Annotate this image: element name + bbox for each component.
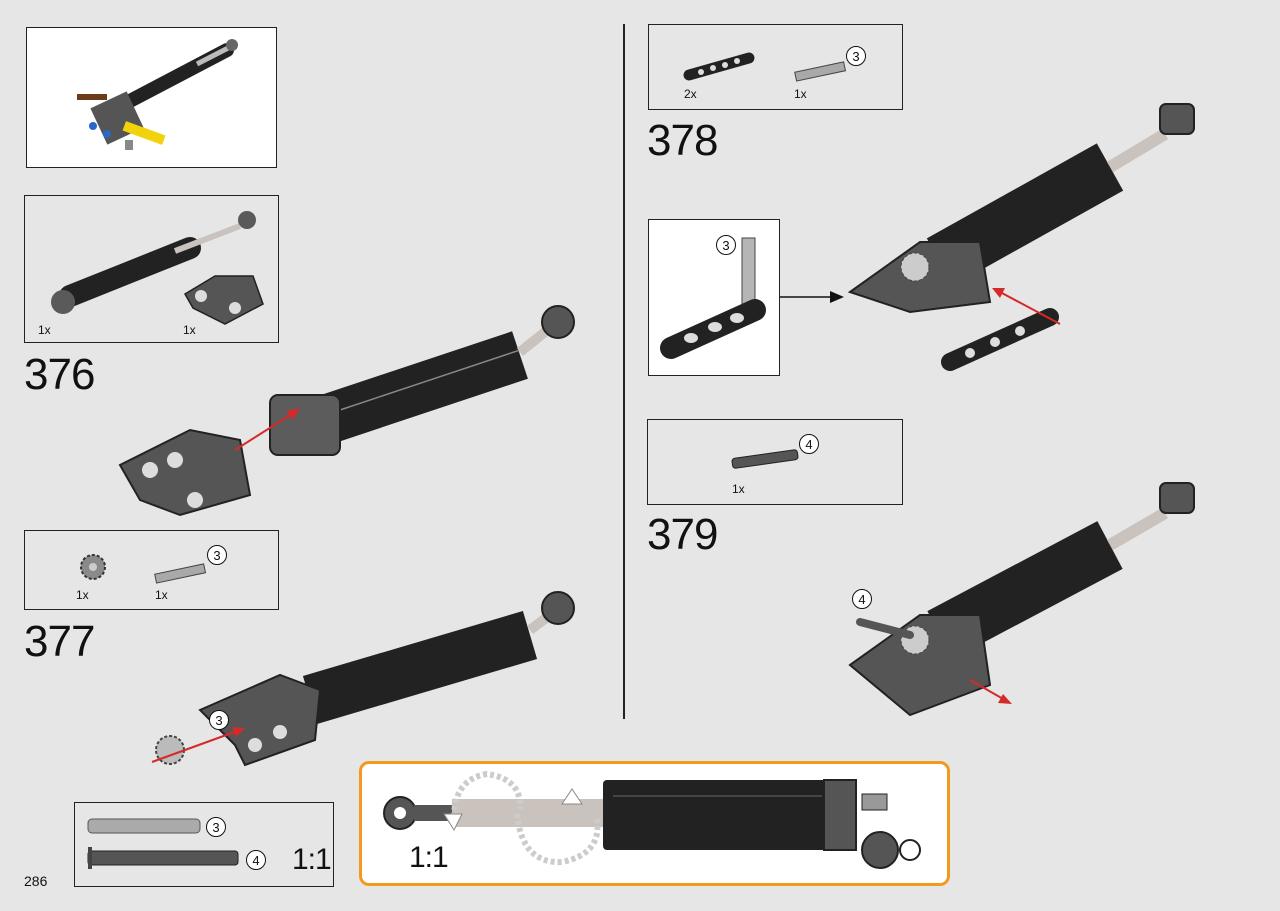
- step-377-model-image: [151, 591, 575, 767]
- part-qty: 1x: [38, 323, 51, 337]
- shock-absorber-1to1-image: [383, 770, 921, 869]
- step-number-377: 377: [24, 617, 95, 666]
- part-callout-4: 4: [799, 434, 819, 454]
- model-callout-377: 3: [209, 710, 229, 730]
- step-379-model-image: [848, 482, 1195, 717]
- step-number-376: 376: [24, 350, 95, 399]
- column-divider: [623, 24, 625, 719]
- part-qty: 1x: [183, 323, 196, 337]
- gear-part-icon: [80, 554, 106, 580]
- axle-3-length-icon: [87, 818, 201, 834]
- long-axle-part-icon: [731, 449, 799, 469]
- subassembly-callout: 3: [716, 235, 736, 255]
- model-callout-379: 4: [852, 589, 872, 609]
- parts-list-376: 1x 1x: [24, 195, 279, 343]
- axle-scale-label: 1:1: [292, 843, 332, 876]
- step-376-model-image: [118, 305, 575, 517]
- axle-callout-4: 4: [246, 850, 266, 870]
- detail-scale-label: 1:1: [409, 841, 449, 874]
- parts-list-378: 3 2x 1x: [648, 24, 903, 110]
- pin-connector-part-icon: [183, 275, 264, 325]
- step-number-378: 378: [647, 116, 718, 165]
- axle-part-icon: [154, 563, 207, 584]
- part-qty: 2x: [684, 87, 697, 101]
- part-callout-3: 3: [846, 46, 866, 66]
- axle-part-icon: [794, 61, 847, 82]
- arrow-to-model-378: [780, 291, 844, 303]
- part-qty: 1x: [794, 87, 807, 101]
- axle-scale-reference: 3 4 1:1: [74, 802, 334, 887]
- part-qty: 1x: [732, 482, 745, 496]
- subassembly-378: 3: [648, 219, 780, 376]
- axle-callout-3: 3: [206, 817, 226, 837]
- overview-model-image: [77, 39, 238, 150]
- parts-list-377: 3 1x 1x: [24, 530, 279, 610]
- shock-absorber-part-icon: [51, 211, 256, 314]
- part-qty: 1x: [155, 588, 168, 602]
- page-number: 286: [24, 873, 48, 889]
- part-callout-3: 3: [207, 545, 227, 565]
- beam-with-axle-icon: [660, 237, 766, 359]
- axle-4-length-icon: [87, 847, 239, 869]
- beam-part-icon: [683, 52, 755, 81]
- part-qty: 1x: [76, 588, 89, 602]
- step-378-model-image: [847, 103, 1195, 371]
- step-number-379: 379: [647, 510, 718, 559]
- shock-absorber-detail-panel: 1:1: [359, 761, 950, 886]
- parts-list-379: 4 1x: [647, 419, 903, 505]
- overview-thumbnail: [26, 27, 277, 168]
